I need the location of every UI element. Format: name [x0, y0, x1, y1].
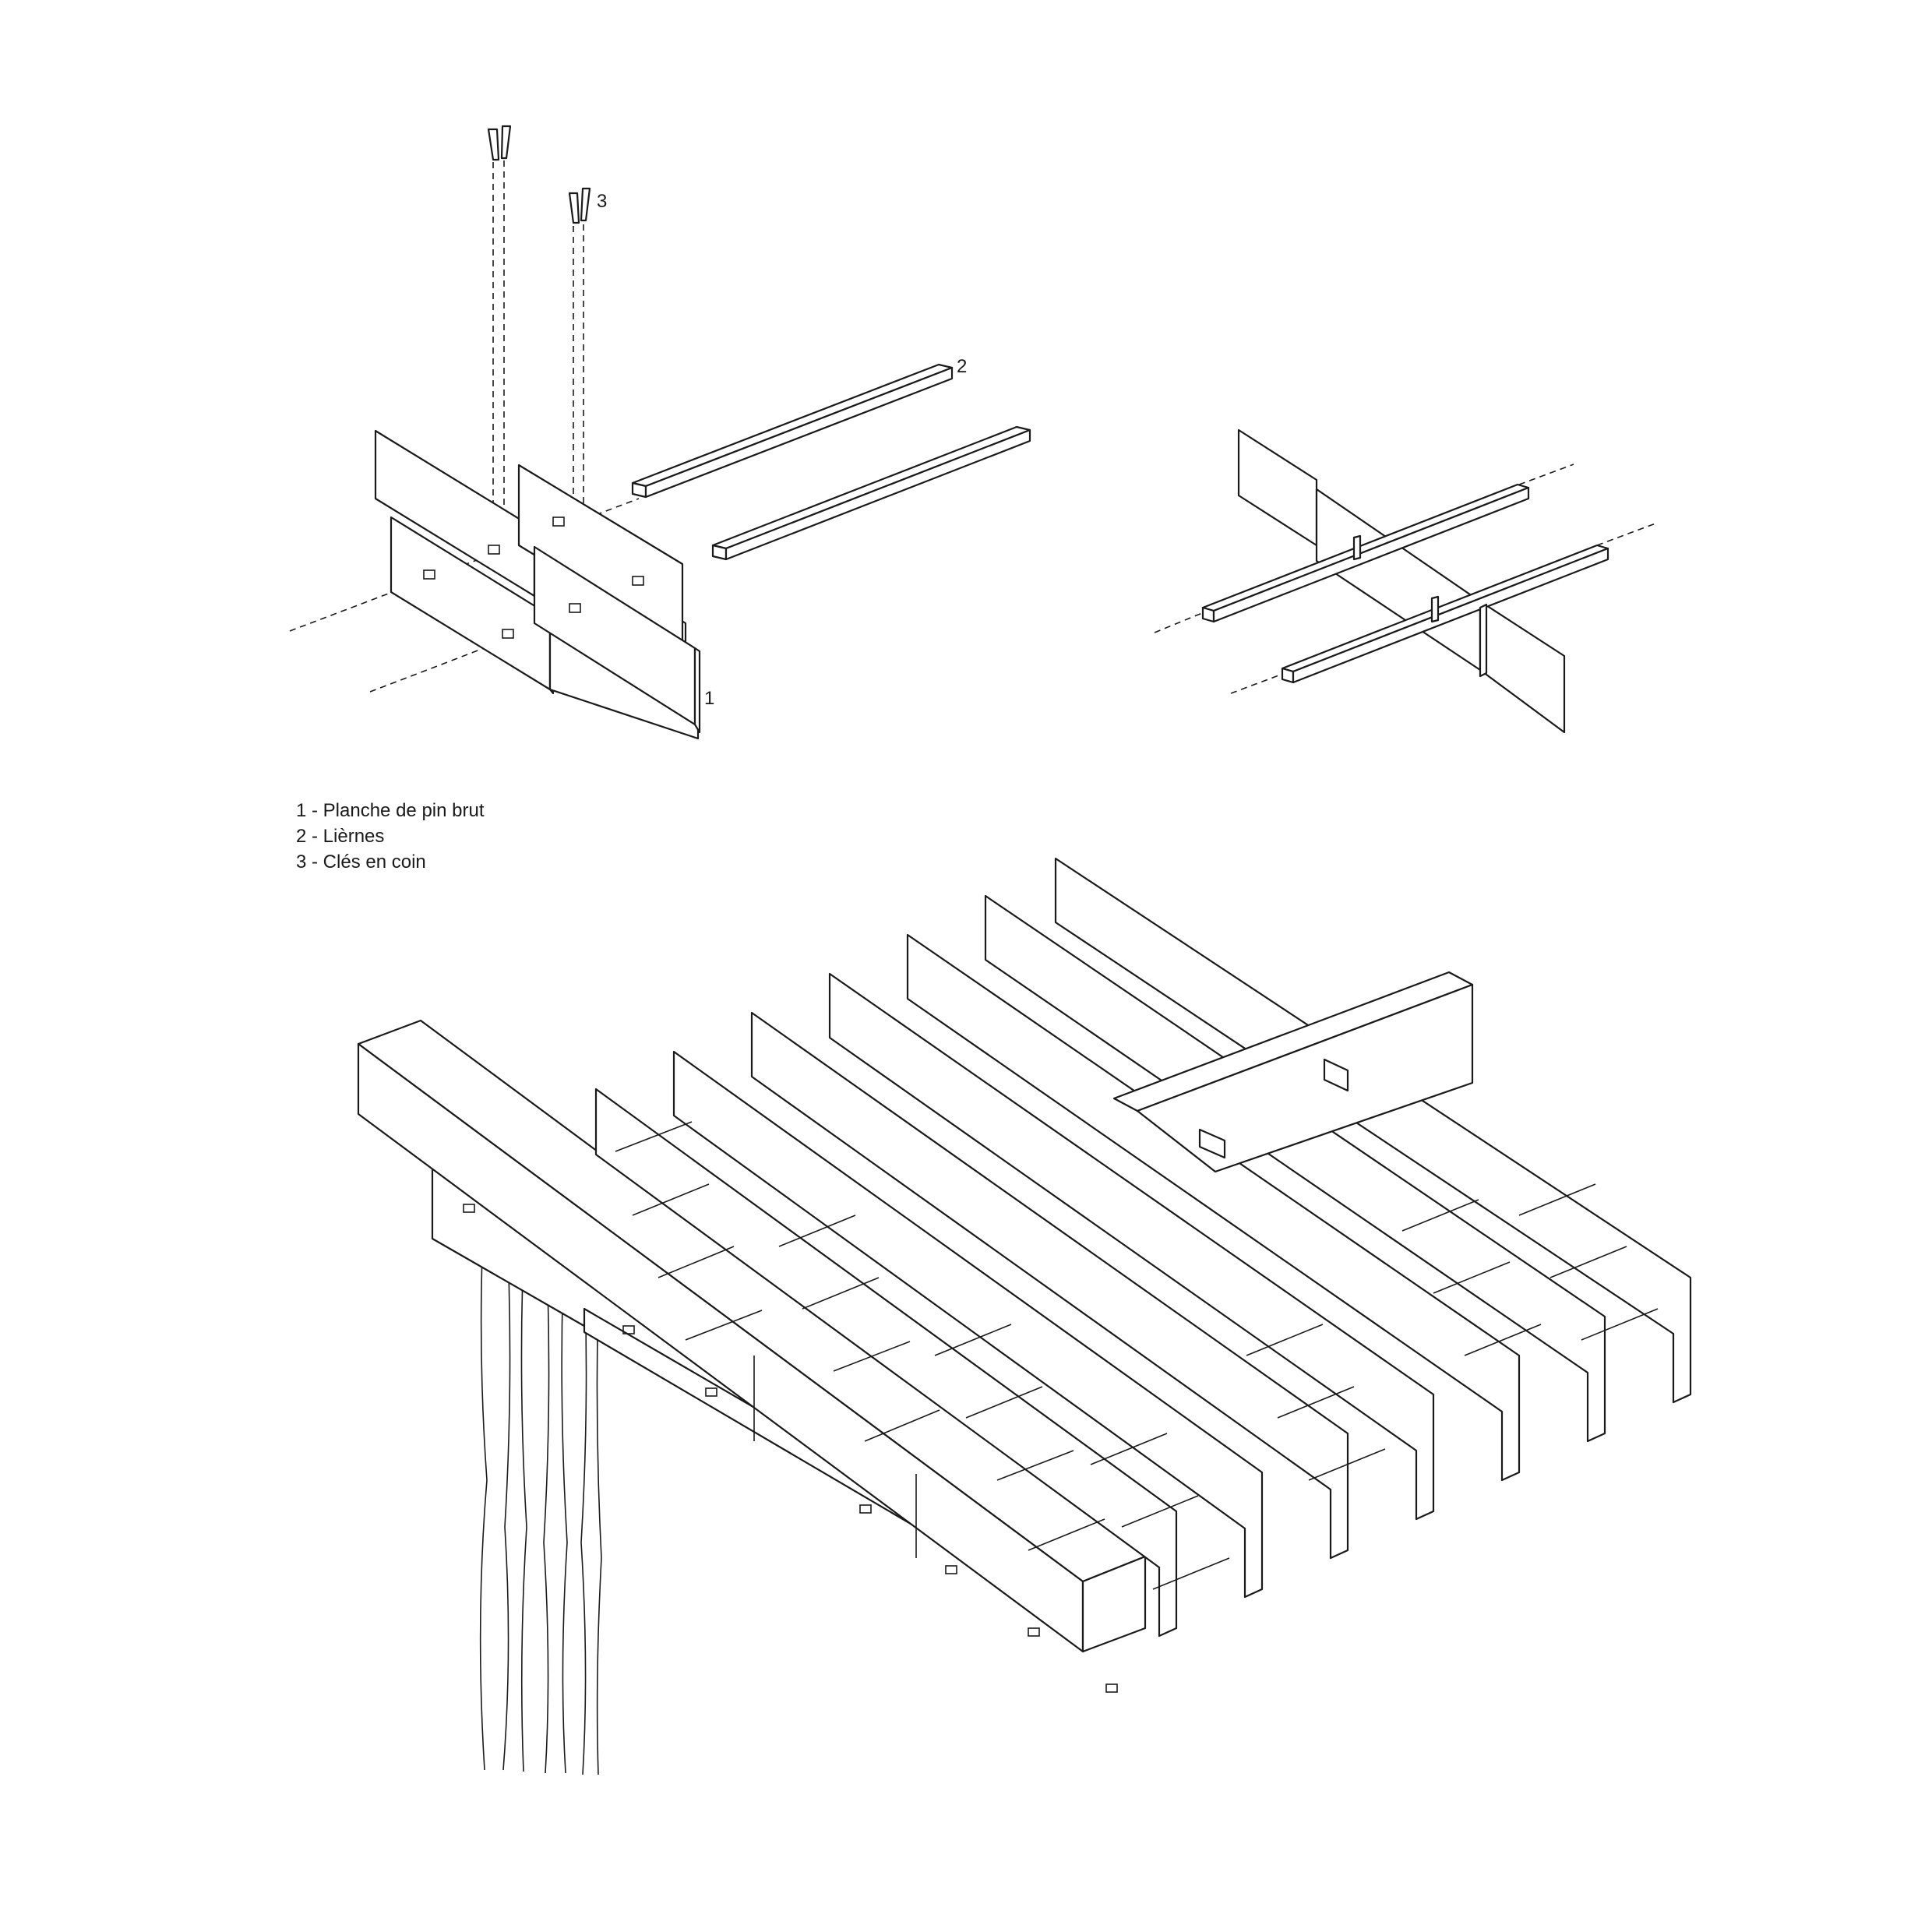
lierne-battens [631, 363, 1031, 561]
structure-view [357, 857, 1692, 1775]
pine-planks [374, 429, 701, 740]
legend-item-liernes: 2 - Lièrnes [296, 826, 385, 847]
plank-slots [423, 516, 644, 639]
callout-2: 2 [957, 356, 967, 377]
legend-item-planche: 1 - Planche de pin brut [296, 800, 485, 821]
exploded-view: 2 3 1 [289, 125, 1031, 740]
callout-1: 1 [704, 688, 714, 709]
assembled-view [1154, 428, 1656, 734]
beam-slots [463, 1204, 1118, 1693]
back-bundle [1112, 971, 1474, 1173]
cross-liernes [615, 1121, 1659, 1590]
legend-item-cles: 3 - Clés en coin [296, 851, 426, 873]
callout-3: 3 [597, 191, 607, 212]
wedge-keys [487, 125, 591, 224]
main-beam [357, 1019, 1147, 1653]
legend: 1 - Planche de pin brut 2 - Lièrnes 3 - … [296, 798, 485, 875]
joists [594, 857, 1692, 1638]
